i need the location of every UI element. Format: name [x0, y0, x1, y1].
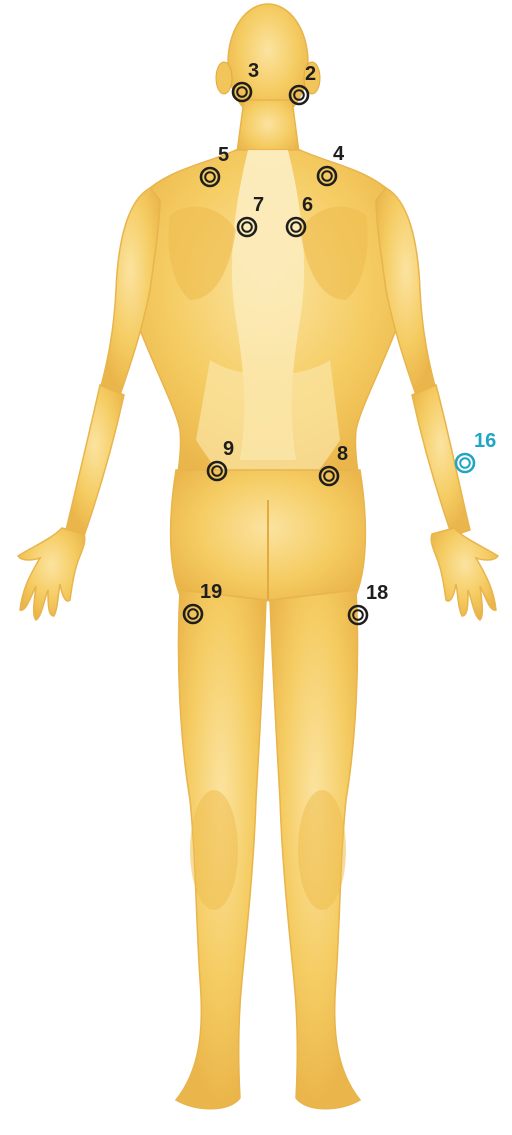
trigger-point-label: 9	[223, 438, 234, 460]
trigger-point-label: 2	[305, 63, 316, 85]
human-figure-back-view	[18, 4, 498, 1109]
trigger-point-label: 7	[253, 194, 264, 216]
trigger-point-16[interactable]: 16	[456, 430, 496, 472]
trigger-point-label: 6	[302, 194, 313, 216]
marker-outer-ring	[456, 454, 474, 472]
trigger-point-label: 19	[200, 581, 222, 603]
trigger-point-label: 16	[474, 430, 496, 452]
left-forearm	[66, 385, 124, 536]
right-calf	[298, 790, 346, 910]
trigger-point-label: 3	[248, 60, 259, 82]
trigger-point-label: 18	[366, 582, 388, 604]
right-hand	[431, 528, 498, 620]
left-ear	[216, 62, 232, 94]
left-calf	[190, 790, 238, 910]
trigger-point-label: 4	[333, 143, 345, 165]
left-hand	[18, 528, 85, 620]
trigger-point-label: 8	[337, 443, 348, 465]
trigger-point-label: 5	[218, 144, 229, 166]
marker-inner-ring	[460, 458, 470, 468]
